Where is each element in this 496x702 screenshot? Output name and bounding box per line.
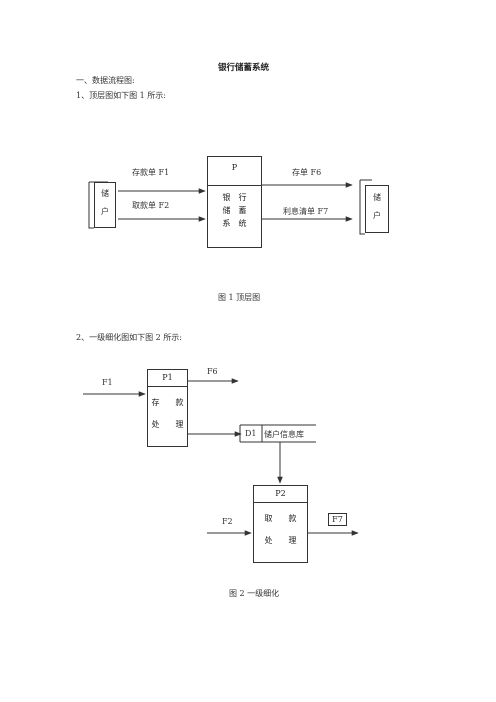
left-entity-shadow (88, 182, 94, 229)
f7-label: F7 (332, 515, 343, 524)
item-1-text: 1、顶层图如下图 1 所示: (76, 91, 166, 100)
right-entity-char-1: 储 (373, 193, 381, 202)
p2-name: 取 款 处 理 (254, 503, 307, 552)
flow-in-1-label: 存款单 F1 (132, 168, 170, 177)
fig2-caption: 图 2 一级细化 (229, 589, 280, 598)
p2-id: P2 (254, 486, 307, 503)
process-name-line-2: 储 蓄 (222, 206, 247, 215)
doc-title: 银行储蓄系统 (218, 63, 270, 73)
p1-name-line-2: 处 理 (151, 420, 184, 429)
flow-out-2-label: 利息清单 F7 (283, 207, 329, 216)
f7-label-box: F7 (328, 513, 347, 526)
process-box-p2: P2 取 款 处 理 (253, 485, 308, 563)
f1-label: F1 (102, 378, 113, 387)
f6-label: F6 (207, 367, 218, 376)
process-name-line-1: 银 行 (222, 193, 247, 202)
process-name-line-3: 系 统 (222, 219, 247, 228)
item-2-text: 2、一级细化图如下图 2 所示: (76, 333, 182, 342)
p1-name-line-1: 存 款 (151, 398, 184, 407)
fig1-caption: 图 1 顶层图 (218, 293, 261, 302)
left-entity-char-1: 储 (101, 189, 109, 198)
flow-out-1-label: 存单 F6 (292, 168, 322, 177)
right-entity-shadow (359, 180, 365, 235)
process-box-p1: P1 存 款 处 理 (147, 369, 188, 447)
left-entity-char-2: 户 (101, 207, 109, 216)
datastore-id: D1 (245, 429, 257, 438)
process-id: P (208, 157, 261, 186)
right-entity-box: 储 户 (365, 185, 389, 233)
process-name: 银 行 储 蓄 系 统 (208, 186, 261, 230)
right-entity-char-2: 户 (373, 211, 381, 220)
flow-in-2-label: 取款单 F2 (132, 201, 170, 210)
process-box-p: P 银 行 储 蓄 系 统 (207, 156, 262, 248)
p1-id: P1 (148, 370, 187, 387)
p2-name-line-1: 取 款 (264, 514, 297, 523)
section-heading: 一、数据流程图: (76, 76, 135, 85)
datastore-name: 储户信息库 (264, 430, 304, 439)
p2-name-line-2: 处 理 (264, 536, 297, 545)
f2-label: F2 (222, 517, 233, 526)
left-entity-box: 储 户 (94, 182, 116, 228)
p1-name: 存 款 处 理 (148, 387, 187, 436)
